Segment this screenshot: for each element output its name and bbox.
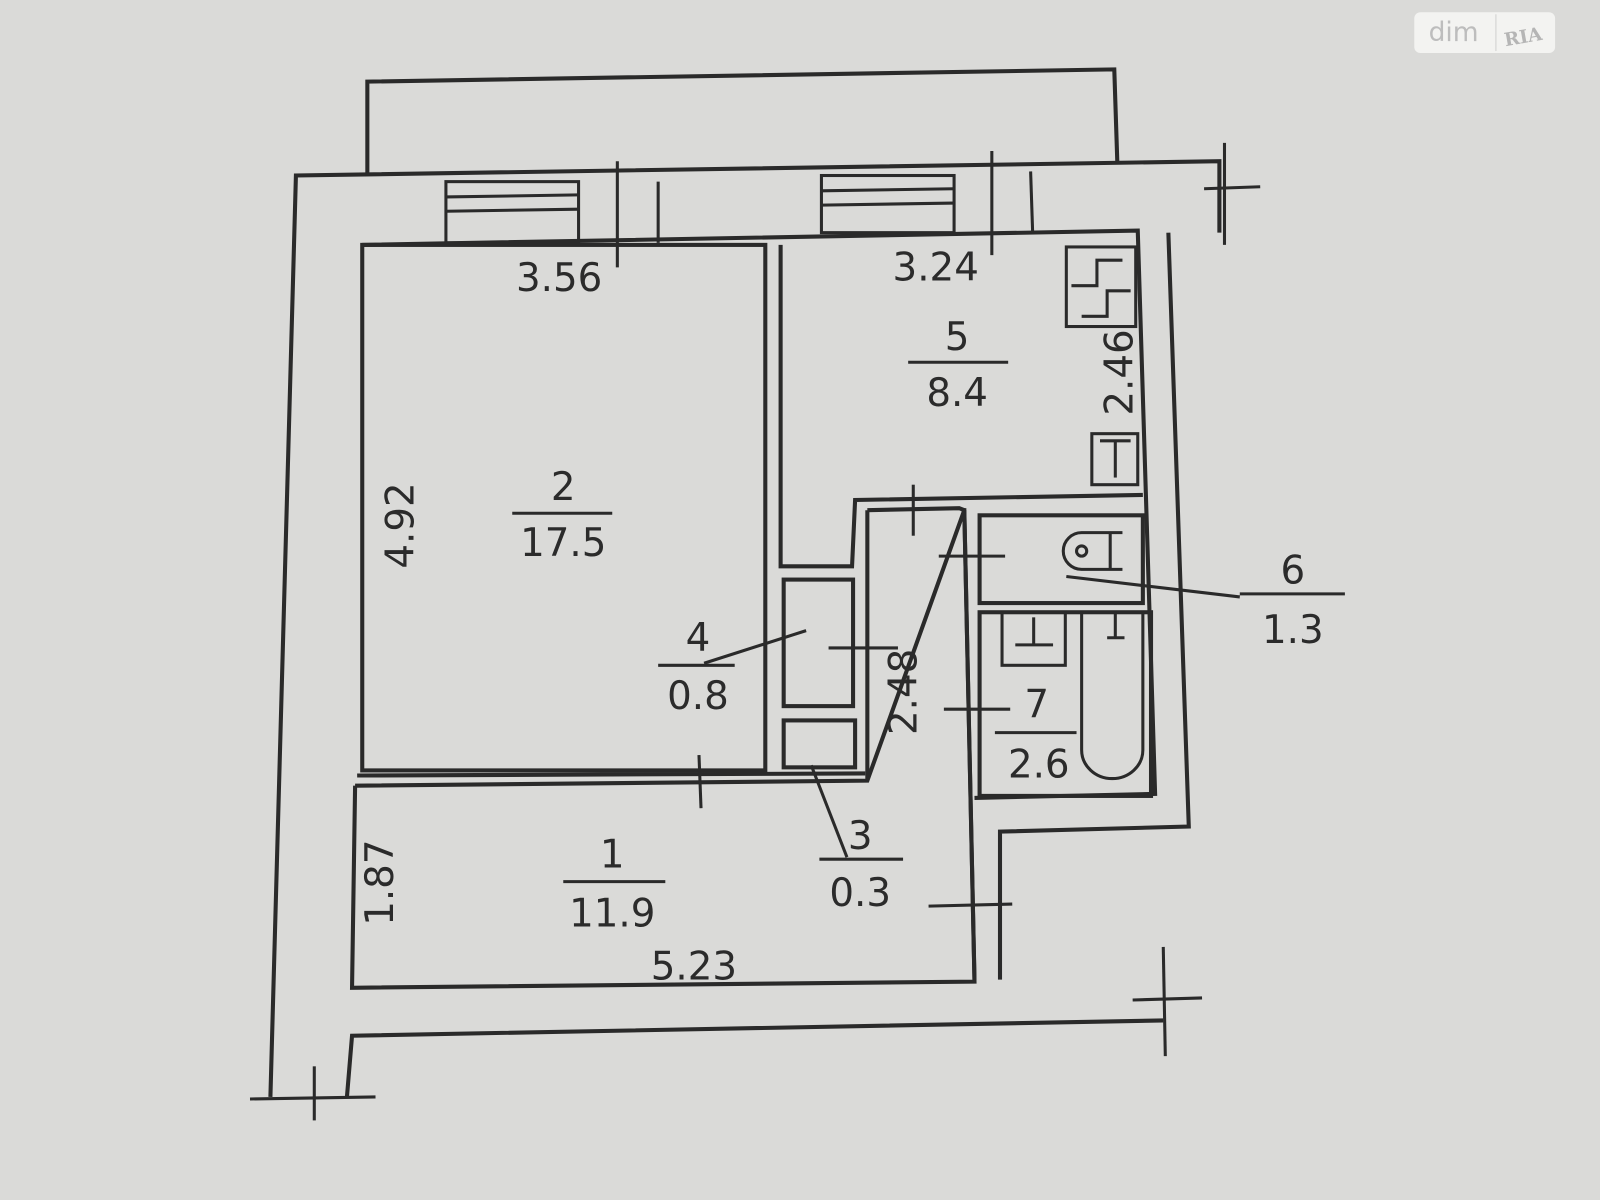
room-number: 1 bbox=[600, 832, 625, 877]
outer-wall-bottom bbox=[344, 1018, 1164, 1098]
bathtub-icon bbox=[1080, 612, 1145, 781]
room-area: 11.9 bbox=[569, 892, 655, 937]
kitchen-sink-icon bbox=[1090, 432, 1140, 487]
corridor-wall bbox=[867, 506, 966, 513]
room-3 bbox=[781, 718, 858, 770]
room-number: 7 bbox=[1024, 682, 1049, 727]
room-area: 1.3 bbox=[1262, 608, 1324, 653]
window-room5 bbox=[819, 173, 956, 235]
room-number: 6 bbox=[1281, 549, 1306, 594]
room-5-wall bbox=[778, 244, 1143, 569]
room-4 bbox=[781, 577, 856, 709]
room-label-3: 3 0.3 bbox=[819, 814, 904, 916]
dimension-room2-length: 4.92 bbox=[378, 482, 423, 568]
room-number: 2 bbox=[551, 465, 576, 510]
watermark-brand: dim bbox=[1429, 17, 1479, 48]
dimension-room5-width: 3.24 bbox=[893, 246, 979, 291]
room-label-1: 1 11.9 bbox=[563, 832, 666, 937]
room-area: 2.6 bbox=[1008, 743, 1070, 788]
sink-icon bbox=[1000, 610, 1067, 667]
dimension-room5-length: 2.46 bbox=[1098, 329, 1143, 415]
toilet-icon bbox=[1061, 531, 1123, 571]
stove-icon bbox=[1064, 245, 1138, 329]
dimria-watermark-logo: dim RIA bbox=[1414, 12, 1556, 54]
room-area: 0.3 bbox=[829, 871, 891, 916]
room-area: 17.5 bbox=[520, 521, 606, 566]
room-number: 5 bbox=[945, 315, 970, 360]
room-number: 4 bbox=[686, 616, 711, 661]
room-number: 3 bbox=[848, 814, 873, 859]
room-area: 0.8 bbox=[667, 674, 729, 719]
room-label-4: 4 0.8 bbox=[658, 616, 735, 719]
outer-wall bbox=[268, 159, 1222, 1097]
dimension-room2-width: 3.56 bbox=[516, 256, 602, 301]
dimension-ticks bbox=[249, 142, 1345, 1121]
room-label-7: 7 2.6 bbox=[994, 682, 1077, 788]
room-2 bbox=[360, 242, 768, 773]
room-area: 8.4 bbox=[926, 371, 988, 416]
room-label-6: 6 1.3 bbox=[1262, 549, 1324, 653]
dimension-room1-length: 1.87 bbox=[358, 839, 403, 925]
room-label-5: 5 8.4 bbox=[908, 315, 1009, 416]
room-6 bbox=[977, 513, 1145, 606]
room-label-2: 2 17.5 bbox=[512, 465, 613, 566]
dimension-corridor-length: 2.48 bbox=[881, 649, 926, 735]
dimension-room1-width: 5.23 bbox=[651, 945, 737, 990]
balcony bbox=[365, 67, 1120, 176]
